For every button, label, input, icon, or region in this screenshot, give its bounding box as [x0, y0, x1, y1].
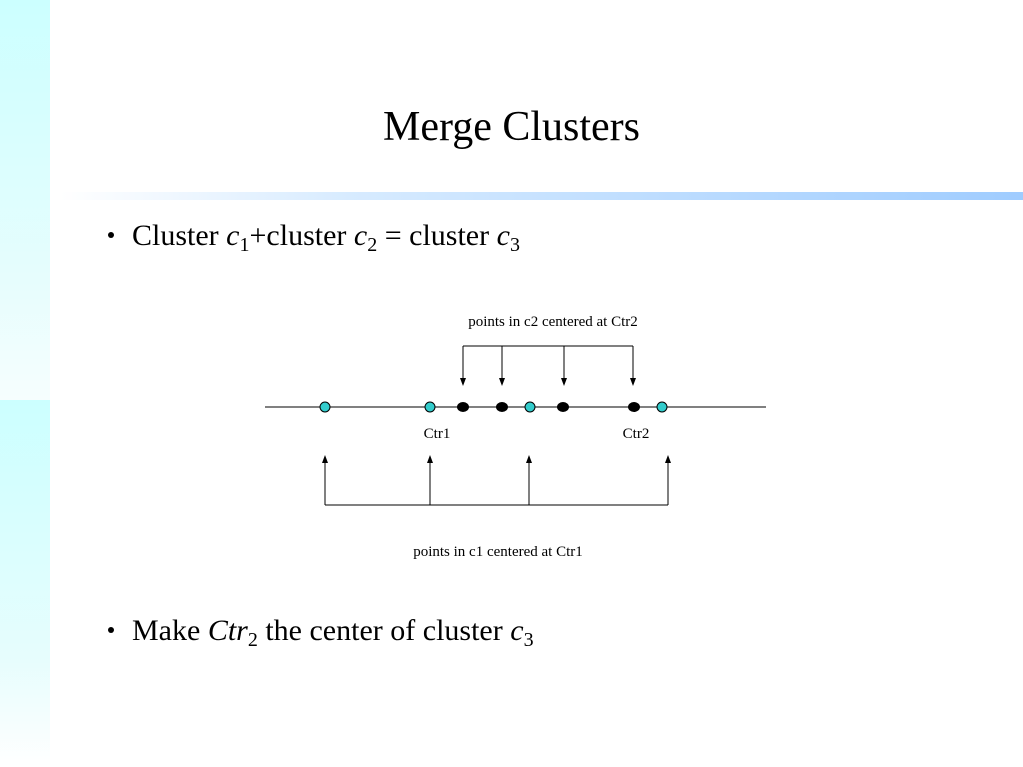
- c2-point: [457, 402, 469, 412]
- left-accent-band-bottom: [0, 400, 50, 767]
- c1-point: [319, 401, 331, 413]
- label-ctr2: Ctr2: [623, 426, 650, 442]
- bullet-1-text-1: Cluster: [132, 219, 227, 252]
- bullet-2-sub-2: 3: [523, 629, 534, 651]
- bullet-dot-icon: [108, 627, 114, 634]
- c1-point: [524, 401, 536, 413]
- bullet-1-sub-1: 1: [239, 234, 250, 256]
- bullet-1-text-3: = cluster: [377, 219, 497, 252]
- c1-points: [319, 401, 668, 413]
- bullet-1-var-2: c: [353, 219, 368, 252]
- arrow-down-icon: [460, 378, 466, 386]
- c2-points: [457, 402, 640, 412]
- c2-point: [496, 402, 508, 412]
- c1-point: [656, 401, 668, 413]
- bullet-2-text-2: the center of cluster: [257, 614, 511, 647]
- arrow-down-icon: [499, 378, 505, 386]
- arrow-down-icon: [561, 378, 567, 386]
- c2-bracket: [462, 345, 634, 384]
- bullet-1-var-1: c: [226, 219, 240, 252]
- arrow-up-icon: [526, 455, 532, 463]
- bullet-2-var-1: Ctr: [207, 614, 248, 647]
- arrow-up-icon: [665, 455, 671, 463]
- arrow-up-icon: [427, 455, 433, 463]
- bullet-1-text-2: +cluster: [249, 219, 354, 252]
- c2-point: [557, 402, 569, 412]
- bullet-dot-icon: [108, 232, 114, 239]
- bullet-2-text-1: Make: [132, 614, 208, 647]
- left-accent-band-top: [0, 0, 50, 400]
- label-points-c1: points in c1 centered at Ctr1: [413, 544, 583, 560]
- bullet-2-var-2: c: [510, 614, 524, 647]
- c2-arrowheads: [460, 378, 636, 386]
- arrow-down-icon: [630, 378, 636, 386]
- c1-bracket: [324, 458, 669, 506]
- bullet-1-var-3: c: [496, 219, 510, 252]
- bullet-1: Cluster c1+cluster c2 = cluster c3: [108, 218, 520, 256]
- c1-point-ctr1: [424, 401, 436, 413]
- label-points-c2: points in c2 centered at Ctr2: [468, 314, 638, 330]
- bullet-1-sub-3: 3: [509, 234, 520, 256]
- arrow-up-icon: [322, 455, 328, 463]
- label-ctr1: Ctr1: [424, 426, 451, 442]
- c1-arrowheads: [322, 455, 671, 463]
- bullet-1-sub-2: 2: [367, 234, 378, 256]
- title-divider: [60, 192, 1023, 200]
- c2-point-ctr2: [628, 402, 640, 412]
- slide-title: Merge Clusters: [382, 104, 641, 150]
- bullet-2: Make Ctr2 the center of cluster c3: [108, 613, 534, 651]
- bullet-2-sub-1: 2: [247, 629, 258, 651]
